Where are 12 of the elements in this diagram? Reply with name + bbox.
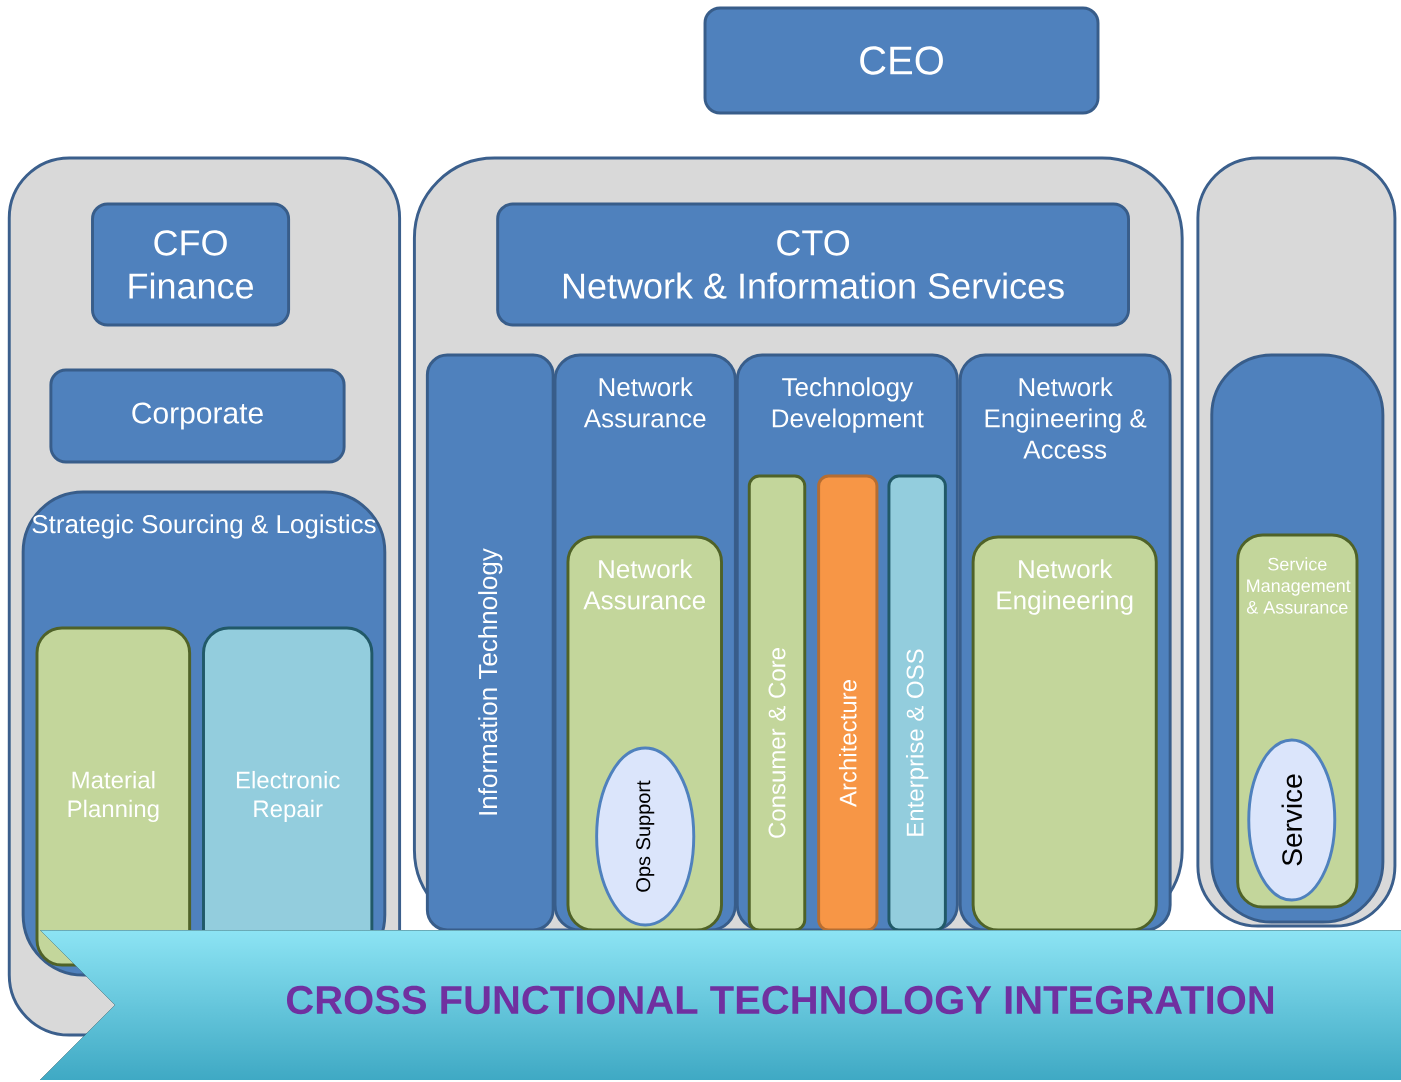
team-box: Electronic Repair	[202, 626, 374, 967]
title-box: CEO	[703, 6, 1100, 115]
role-box: CTO Network & Information Services	[496, 202, 1130, 327]
team-column: Consumer & Core	[747, 474, 807, 932]
team-column: Enterprise & OSS	[887, 474, 947, 932]
team-box: Network Engineering	[971, 535, 1158, 932]
department-box: Corporate	[49, 368, 346, 464]
role-box: CFO Finance	[91, 202, 291, 327]
team-column: Architecture	[817, 474, 879, 932]
banner: CROSS FUNCTIONAL TECHNOLOGY INTEGRATION	[40, 930, 1401, 1080]
department-column: Information Technology	[425, 353, 555, 932]
team-box: Material Planning	[35, 626, 192, 967]
